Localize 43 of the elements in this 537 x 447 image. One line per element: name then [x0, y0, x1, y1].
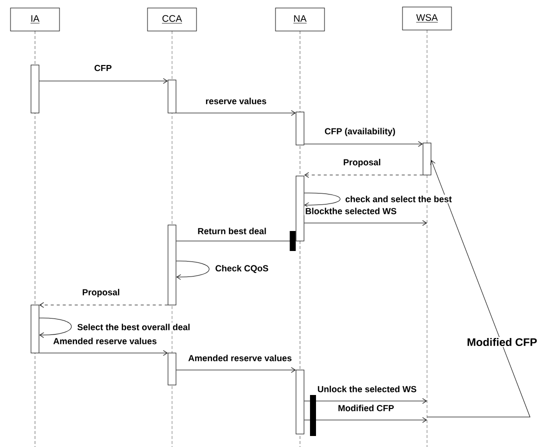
message-arrow — [176, 110, 296, 116]
message-label: check and select the best — [344, 194, 453, 204]
message-label: Proposal — [342, 158, 382, 168]
message-arrow — [176, 231, 296, 251]
activation-bar — [422, 142, 432, 176]
message-arrow — [304, 398, 427, 404]
lifeline-head: CCA — [147, 8, 197, 32]
message-arrow — [39, 302, 168, 308]
message-label: Amended reserve values — [52, 336, 158, 346]
message-arrow — [304, 172, 423, 178]
message-arrow — [39, 78, 168, 84]
message-label: Proposal — [81, 288, 121, 298]
activation-bar — [296, 112, 304, 146]
message-label: Return best deal — [196, 226, 268, 236]
activation-bar — [168, 80, 176, 114]
message-arrow — [426, 160, 530, 418]
lifeline-head: NA — [275, 8, 325, 32]
lifeline-head: IA — [10, 8, 60, 32]
self-message-arrow — [39, 318, 72, 338]
message-arrow — [304, 141, 423, 147]
message-arrow — [304, 417, 427, 423]
message-label: Check CQoS — [214, 264, 270, 274]
lifeline-head: WSA — [402, 6, 452, 30]
message-arrow — [304, 220, 427, 226]
message-label: Modified CFP — [466, 336, 537, 348]
activation-bar — [30, 64, 40, 114]
message-arrow — [176, 367, 296, 373]
message-label: Blockthe selected WS — [304, 206, 398, 216]
message-label: CFP — [93, 64, 113, 72]
message-label: reserve values — [204, 96, 268, 106]
message-label: Unlock the selected WS — [316, 384, 418, 394]
message-label: Select the best overall deal — [76, 322, 192, 332]
activation-bar — [168, 352, 176, 386]
activation-bar — [168, 224, 176, 306]
message-arrow — [39, 350, 168, 356]
activation-bar — [296, 176, 304, 242]
self-message-arrow — [176, 260, 210, 280]
self-message-arrow — [304, 192, 340, 208]
message-label: CFP (availability) — [324, 126, 396, 138]
activation-bar — [30, 304, 40, 354]
message-label: Amended reserve values — [187, 354, 293, 362]
activation-bar — [296, 370, 304, 434]
message-label: Modified CFP — [336, 404, 396, 412]
